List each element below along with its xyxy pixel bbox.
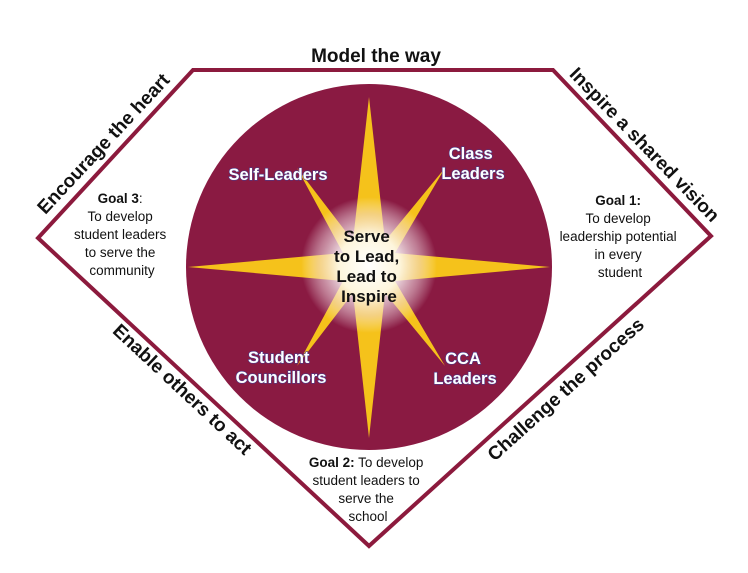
role-label-class-leaders: Class Leaders <box>441 145 504 183</box>
goal-2-text: Goal 2: To develop student leaders to se… <box>309 455 427 524</box>
role-label-self-leaders: Self-Leaders <box>228 166 327 184</box>
goal-3-text: Goal 3: To develop student leaders to se… <box>74 191 170 278</box>
goal-1-text: Goal 1: To develop leadership potential … <box>560 193 681 280</box>
center-motto: Serve to Lead, Lead to Inspire <box>334 227 404 306</box>
role-label-cca-leaders: CCA Leaders <box>433 350 496 388</box>
side-label-top: Model the way <box>311 46 441 67</box>
center-glow <box>301 197 437 333</box>
role-label-student-councillors: Student Councillors <box>236 349 327 387</box>
outline-shape <box>35 68 714 549</box>
